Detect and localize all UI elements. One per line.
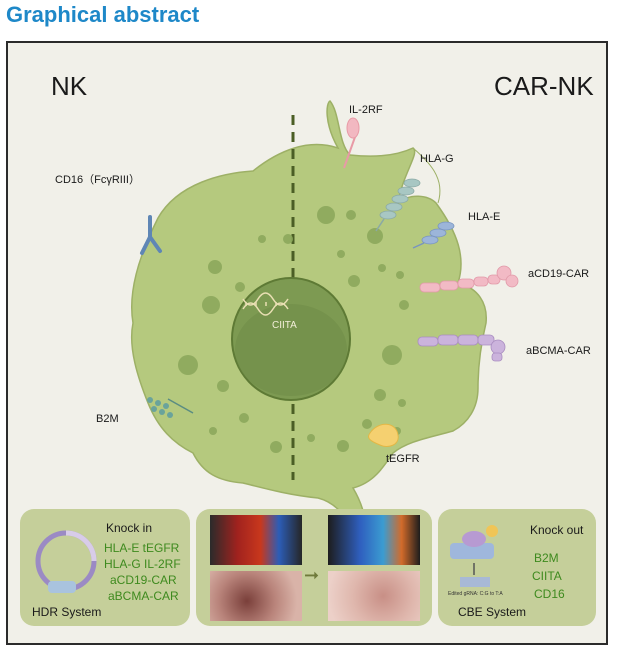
cbe-system-caption: CBE System xyxy=(458,605,527,619)
knock-out-heading: Knock out xyxy=(530,523,584,537)
tissue-after-image xyxy=(328,571,420,621)
cbe-panel: Edited gRNA: C:G to T:A Knock out B2M CI… xyxy=(438,509,596,626)
cbe-note: Edited gRNA: C:G to T:A xyxy=(448,591,503,597)
b2m-icon xyxy=(147,397,194,418)
acd19-car-icon xyxy=(419,265,519,293)
hdr-panel: Knock in HLA-E tEGFR HLA-G IL-2RF aCD19-… xyxy=(20,509,190,626)
cd16-label: CD16（FcγRIII） xyxy=(55,174,140,186)
knock-in-item: aBCMA-CAR xyxy=(108,589,179,603)
plasmid-icon xyxy=(35,530,97,593)
page-title: Graphical abstract xyxy=(6,2,200,27)
b2m-label: B2M xyxy=(96,413,119,425)
abcma-label: aBCMA-CAR xyxy=(526,345,591,357)
tissue-before-image xyxy=(210,571,302,621)
dna-icon xyxy=(242,292,289,316)
car-nk-heading: CAR-NK xyxy=(494,71,594,101)
il2rf-icon xyxy=(343,117,360,169)
knock-in-item: HLA-E tEGFR xyxy=(104,541,180,555)
base-editor-icon xyxy=(450,525,498,587)
acd19-label: aCD19-CAR xyxy=(528,268,590,280)
knock-in-heading: Knock in xyxy=(106,521,153,535)
knock-out-item: B2M xyxy=(534,551,559,565)
arrow-right-icon: ➞ xyxy=(304,565,320,586)
knock-in-item: HLA-G IL-2RF xyxy=(104,557,181,571)
hlag-label: HLA-G xyxy=(420,153,454,165)
imaging-panel: ➞ xyxy=(196,509,432,626)
hlae-label: HLA-E xyxy=(468,211,501,223)
ultrasound-before-image xyxy=(210,515,302,565)
tegfr-icon xyxy=(367,423,399,448)
knock-out-item: CD16 xyxy=(534,587,565,601)
cell-illustration xyxy=(130,100,519,550)
il2rf-label: IL-2RF xyxy=(349,104,383,116)
cd16-receptor-icon xyxy=(140,215,162,255)
abcma-car-icon xyxy=(417,334,506,362)
ultrasound-after-image xyxy=(328,515,420,565)
nk-heading: NK xyxy=(51,71,88,101)
hlag-icon xyxy=(375,178,421,232)
tegfr-label: tEGFR xyxy=(386,453,420,465)
hdr-system-caption: HDR System xyxy=(32,605,102,619)
knock-out-item: CIITA xyxy=(532,569,562,583)
knock-in-item: aCD19-CAR xyxy=(110,573,177,587)
hlae-icon xyxy=(412,221,455,249)
ciita-nucleus-label: CIITA xyxy=(272,320,297,331)
